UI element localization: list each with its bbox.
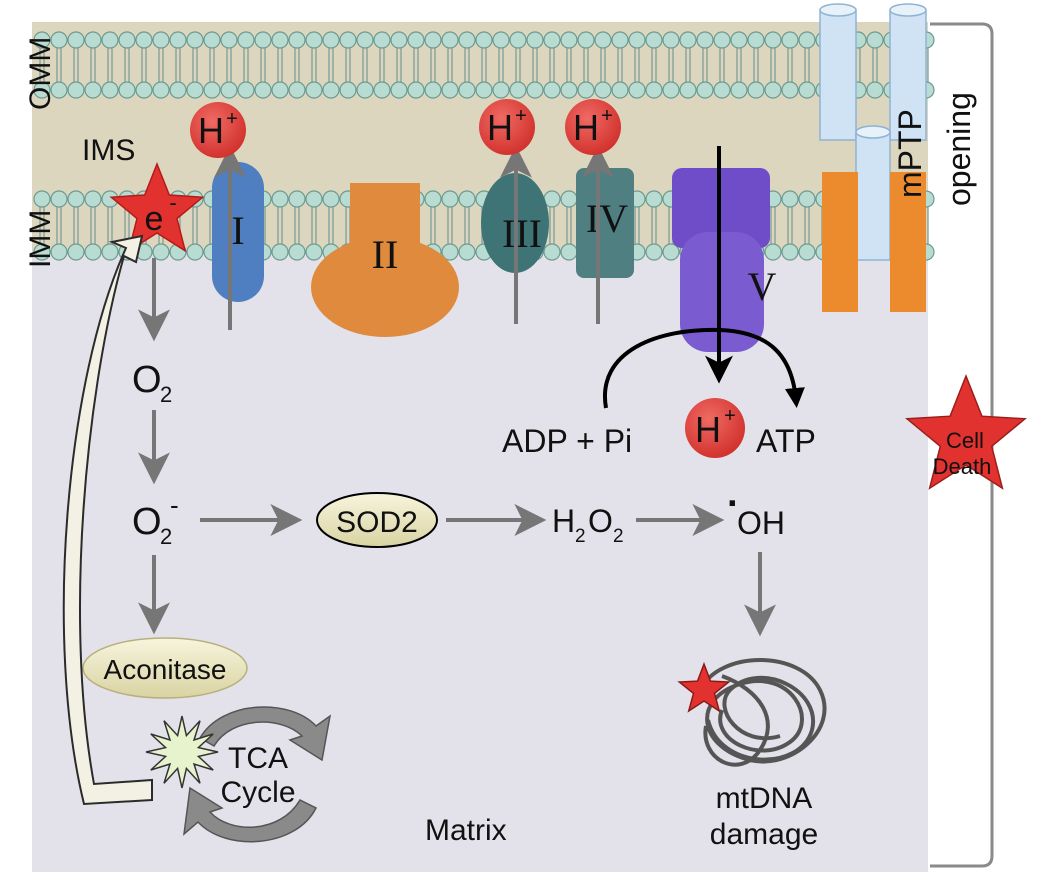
svg-text:-: - (170, 490, 179, 520)
svg-text:H: H (552, 503, 575, 539)
mtdna-tangle (698, 658, 827, 767)
atp-synthesis-curved-arrow (602, 327, 805, 409)
cycle-label: Cycle (220, 776, 295, 809)
svg-text:2: 2 (613, 526, 624, 547)
svg-text:+: + (724, 405, 736, 427)
mtdna-damage-star-icon (677, 661, 731, 713)
aconitase-enzyme: Aconitase (82, 637, 248, 699)
svg-text:·: · (727, 483, 740, 525)
o2-label: O 2 (132, 359, 172, 407)
svg-text:SOD2: SOD2 (336, 506, 418, 539)
iron-release-burst-icon (145, 715, 219, 789)
svg-text:+: + (515, 105, 527, 127)
svg-text:2: 2 (160, 382, 172, 407)
electron-leak-star: e - (109, 161, 205, 253)
svg-text:H: H (573, 107, 599, 148)
atp-label: ATP (756, 423, 816, 459)
adp-pi-label: ADP + Pi (502, 423, 632, 459)
svg-text:e: e (145, 200, 164, 238)
h2o2-label: H 2 O 2 (552, 503, 624, 547)
complex-i-label: I (231, 208, 244, 253)
death-label: Death (933, 454, 992, 479)
proton-ims-1: H + (190, 102, 246, 158)
hydroxyl-radical-label: · OH (727, 483, 785, 541)
mptp-pore: mPTP (819, 3, 928, 312)
cell-label: Cell (946, 428, 984, 453)
feedback-arrow (62, 234, 153, 806)
cell-death-star: Cell Death (905, 373, 1027, 490)
tca-label: TCA (228, 742, 288, 775)
mptp-label: mPTP (892, 109, 928, 198)
complex-ii: II (311, 183, 459, 337)
svg-text:Aconitase: Aconitase (104, 654, 227, 685)
opening-label: opening (941, 92, 977, 206)
ims-label: IMS (82, 134, 135, 167)
proton-ims-3: H + (565, 99, 621, 155)
svg-text:2: 2 (575, 526, 586, 547)
svg-text:H: H (198, 110, 224, 151)
complex-iii-label: III (502, 211, 542, 256)
superoxide-label: O 2 - (132, 490, 179, 549)
svg-text:O: O (588, 503, 613, 539)
svg-text:2: 2 (160, 524, 172, 549)
svg-text:O: O (132, 359, 162, 401)
proton-matrix: H + (685, 398, 745, 458)
proton-ims-2: H + (479, 99, 535, 155)
complex-iv-label: IV (586, 196, 628, 241)
svg-text:H: H (695, 409, 721, 450)
complex-ii-label: II (372, 232, 399, 277)
tca-cycle: TCA Cycle (183, 706, 332, 843)
complex-i: I (212, 162, 264, 302)
svg-text:+: + (601, 105, 613, 127)
svg-text:O: O (132, 501, 162, 543)
sod2-enzyme: SOD2 (316, 492, 438, 548)
complex-v-atp-synthase: V (672, 168, 777, 352)
mtdna-label: mtDNA (716, 782, 813, 815)
imm-label: IMM (24, 210, 57, 268)
complex-v-label: V (748, 264, 777, 309)
damage-label: damage (710, 818, 818, 851)
omm-label: OMM (24, 37, 57, 110)
svg-text:H: H (487, 107, 513, 148)
matrix-label: Matrix (425, 814, 507, 847)
complex-iv: IV (576, 168, 634, 278)
svg-text:-: - (169, 190, 176, 215)
svg-text:OH: OH (737, 505, 785, 541)
svg-text:+: + (226, 108, 238, 130)
